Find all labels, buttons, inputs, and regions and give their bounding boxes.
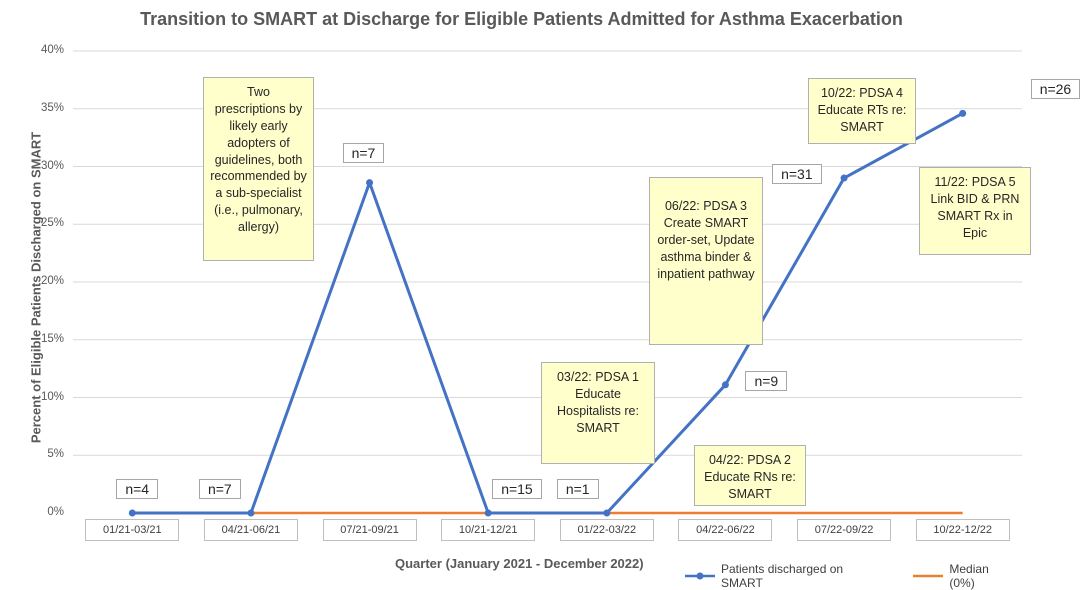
legend-item-smart: Patients discharged on SMART [685, 562, 887, 590]
chart-title: Transition to SMART at Discharge for Eli… [140, 9, 903, 29]
series-line-smart [132, 112, 964, 515]
x-axis-label: Quarter (January 2021 - December 2022) [395, 556, 644, 571]
n-label: n=26 [1030, 79, 1080, 100]
x-tick-label: 01/22-03/22 [559, 519, 654, 541]
x-tick-label: 07/21-09/21 [322, 519, 417, 541]
y-tick-label: 30% [40, 159, 64, 172]
n-label: n=4 [116, 479, 159, 499]
chart-plot [73, 50, 1022, 517]
legend-swatch-median [913, 574, 944, 578]
n-label: n=31 [772, 164, 822, 185]
y-tick-label: 15% [40, 332, 64, 345]
n-label: n=9 [745, 370, 788, 391]
y-tick-label: 5% [47, 448, 64, 461]
legend-label-median: Median (0%) [949, 562, 989, 590]
legend: Patients discharged on SMART Median (0%) [685, 562, 1043, 590]
data-point [959, 109, 967, 117]
annotation-pdsa-2: 04/22: PDSA 2 Educate RNs re: SMART [694, 445, 806, 506]
data-point [484, 509, 492, 517]
data-point [721, 381, 729, 389]
y-tick-label: 10% [40, 390, 64, 403]
n-label: n=15 [492, 479, 542, 499]
x-tick-label: 10/21-12/21 [441, 519, 536, 541]
legend-swatch-smart [685, 572, 715, 580]
data-point [840, 174, 848, 182]
y-tick-label: 0% [47, 506, 64, 518]
n-label: n=1 [556, 479, 599, 499]
x-tick-label: 01/21-03/21 [85, 519, 180, 541]
x-tick-label: 04/22-06/22 [678, 519, 773, 541]
legend-item-median: Median (0%) [913, 562, 1017, 590]
annotation-pdsa-4: 10/22: PDSA 4 Educate RTs re: SMART [808, 78, 916, 144]
annotation-pdsa-3: 06/22: PDSA 3 Create SMART order-set, Up… [649, 177, 763, 345]
y-tick-label: 20% [40, 275, 64, 287]
x-tick-label: 10/22-12/22 [915, 519, 1010, 541]
data-point [247, 509, 255, 517]
y-tick-label: 35% [40, 101, 64, 114]
annotation-pdsa-1: 03/22: PDSA 1 Educate Hospitalists re: S… [541, 362, 655, 464]
y-tick-label: 25% [40, 217, 64, 230]
n-label: n=7 [198, 479, 241, 499]
annotation-pdsa-5: 11/22: PDSA 5 Link BID & PRN SMART Rx in… [919, 167, 1031, 255]
data-point [366, 179, 374, 187]
data-point [128, 509, 136, 517]
y-tick-label: 40% [40, 44, 64, 56]
data-point [603, 509, 611, 517]
x-tick-label: 04/21-06/21 [203, 519, 298, 541]
legend-label-smart: Patients discharged on SMART [721, 562, 844, 590]
annotation-early-adopters: Two prescriptions by likely early adopte… [203, 77, 314, 261]
n-label: n=7 [342, 142, 385, 163]
x-tick-label: 07/22-09/22 [797, 519, 892, 541]
